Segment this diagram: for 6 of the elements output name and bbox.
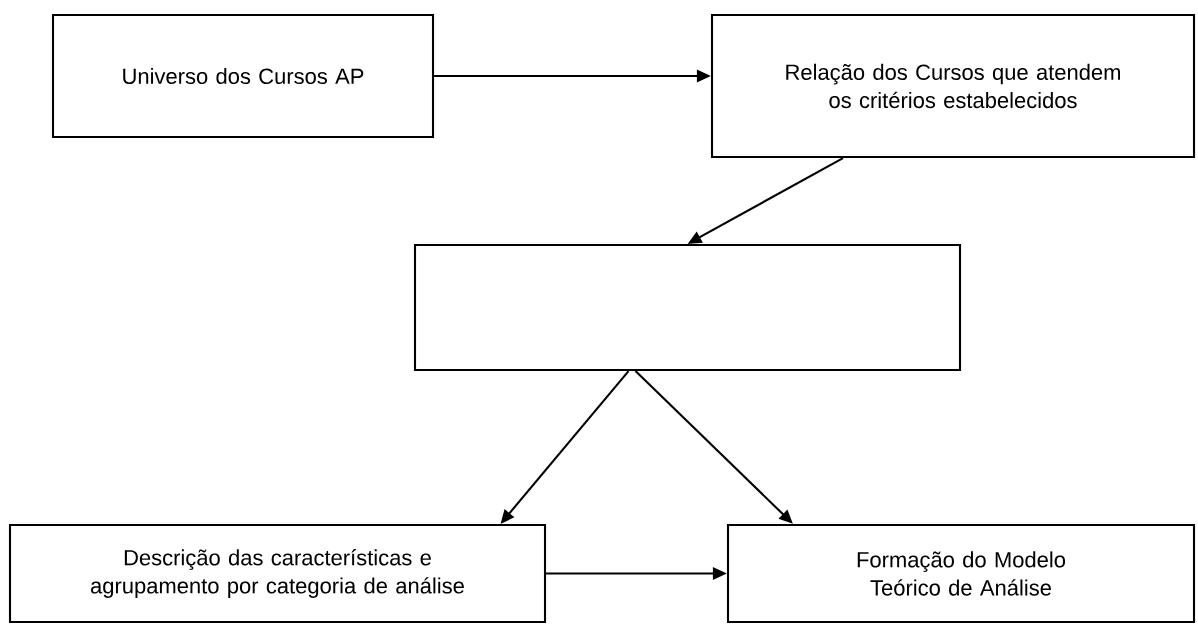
process-box: Universo dos Cursos AP (51, 13, 435, 139)
process-box: Formação do Modelo Teórico de Análise (726, 523, 1196, 624)
empty-box (413, 243, 962, 372)
arrow (634, 370, 793, 524)
process-box: Descrição das características e agrupamento por categoria de análise (8, 523, 547, 624)
process-box: Relação dos Cursos que atendem os critérios estabelecidos (710, 13, 1196, 159)
